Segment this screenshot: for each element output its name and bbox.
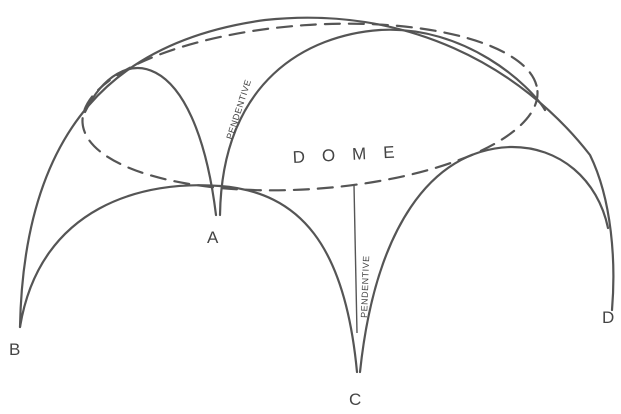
outer-dome-arch <box>18 16 615 329</box>
point-d-label: D <box>602 308 614 327</box>
pendentive-label-lower: PENDENTIVE <box>359 255 371 318</box>
front-arch-b-a <box>18 184 222 329</box>
front-arch-a-c <box>218 184 359 374</box>
pendentive-leader-line <box>353 184 358 334</box>
dome-base-ellipse <box>81 22 539 192</box>
pendentive-label-upper: PENDENTIVE <box>224 78 253 141</box>
point-a-label: A <box>207 228 219 247</box>
point-b-label: B <box>9 340 20 359</box>
left-upper-arch <box>83 67 218 217</box>
point-c-label: C <box>349 390 361 409</box>
front-arch-c-d <box>358 145 610 374</box>
central-arch <box>218 28 547 217</box>
dome-label: DOME <box>292 142 412 167</box>
